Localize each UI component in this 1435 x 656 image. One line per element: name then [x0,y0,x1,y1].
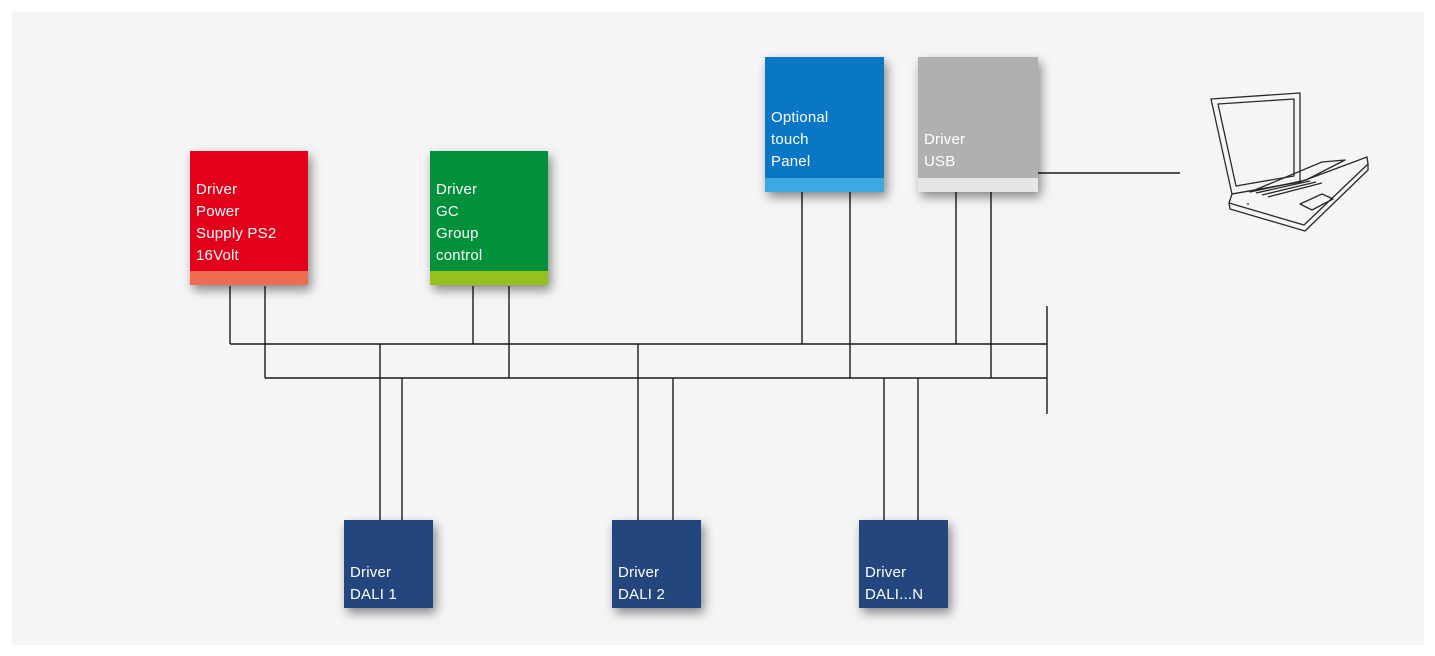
usb-label: Driver USB [924,131,966,170]
driver-gc-box: Driver GC Group control [430,151,548,285]
touch-panel-box: Optional touch Panel [765,57,884,192]
gc-strip [430,271,548,285]
driver-dali-1-box: Driver DALI 1 [344,520,433,608]
power-supply-label: Driver Power Supply PS2 16Volt [196,181,277,264]
driver-power-supply-box: Driver Power Supply PS2 16Volt [190,151,308,285]
gc-label: Driver GC Group control [436,181,483,264]
diagram-canvas [12,12,1424,645]
driver-dali-n-box: Driver DALI...N [859,520,948,608]
power-supply-strip [190,271,308,285]
usb-strip [918,178,1038,192]
laptop-icon [1210,92,1369,232]
touch-panel-strip [765,178,884,192]
dali-2-label: Driver DALI 2 [618,564,666,603]
dali-1-label: Driver DALI 1 [350,564,398,603]
dali-n-label: Driver DALI...N [865,564,924,603]
driver-usb-box: Driver USB [918,57,1038,192]
touch-panel-label: Optional touch Panel [771,109,829,170]
driver-dali-2-box: Driver DALI 2 [612,520,701,608]
